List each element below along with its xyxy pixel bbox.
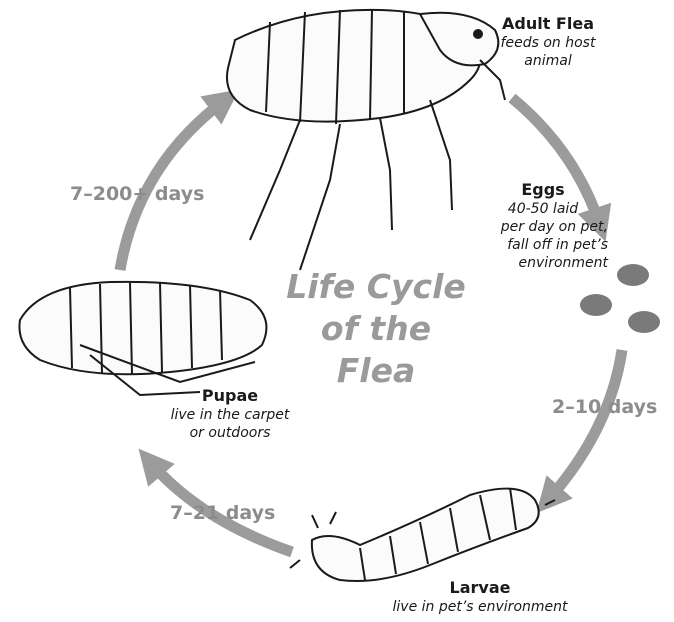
larva-illustration bbox=[290, 488, 555, 581]
title-line-1: Life Cycle bbox=[276, 266, 476, 308]
duration-larvae-to-pupae: 7–21 days bbox=[170, 502, 275, 524]
stage-desc-eggs-1: 40-50 laid bbox=[478, 200, 608, 218]
stage-desc-pupae-1: live in the carpet bbox=[160, 406, 300, 424]
stage-name-larvae: Larvae bbox=[370, 578, 590, 598]
egg bbox=[580, 294, 612, 316]
stage-desc-eggs-2: per day on pet, bbox=[478, 218, 608, 236]
eggs-illustration bbox=[580, 264, 660, 333]
stage-pupae: Pupae live in the carpet or outdoors bbox=[160, 386, 300, 442]
stage-name-eggs: Eggs bbox=[478, 180, 608, 200]
stage-desc-eggs-4: environment bbox=[478, 254, 608, 272]
stage-desc-eggs-3: fall off in pet’s bbox=[478, 236, 608, 254]
pupa-illustration bbox=[19, 282, 266, 395]
stage-desc-larvae-1: live in pet’s environment bbox=[370, 598, 590, 616]
stage-larvae: Larvae live in pet’s environment bbox=[370, 578, 590, 616]
stage-name-pupae: Pupae bbox=[160, 386, 300, 406]
egg bbox=[617, 264, 649, 286]
duration-pupae-to-adult: 7–200+ days bbox=[70, 183, 204, 205]
diagram-title: Life Cycle of the Flea bbox=[276, 266, 476, 392]
egg bbox=[628, 311, 660, 333]
stage-eggs: Eggs 40-50 laid per day on pet, fall off… bbox=[478, 180, 608, 272]
stage-adult-flea: Adult Flea feeds on host animal bbox=[488, 14, 608, 70]
adult-flea-illustration bbox=[227, 10, 505, 270]
stage-desc-adult-1: feeds on host bbox=[488, 34, 608, 52]
stage-name-adult: Adult Flea bbox=[488, 14, 608, 34]
duration-eggs-to-larvae: 2–10 days bbox=[552, 396, 657, 418]
stage-desc-pupae-2: or outdoors bbox=[160, 424, 300, 442]
arrow-eggs-to-larvae bbox=[548, 350, 622, 500]
title-line-2: of the Flea bbox=[276, 308, 476, 392]
stage-desc-adult-2: animal bbox=[488, 52, 608, 70]
